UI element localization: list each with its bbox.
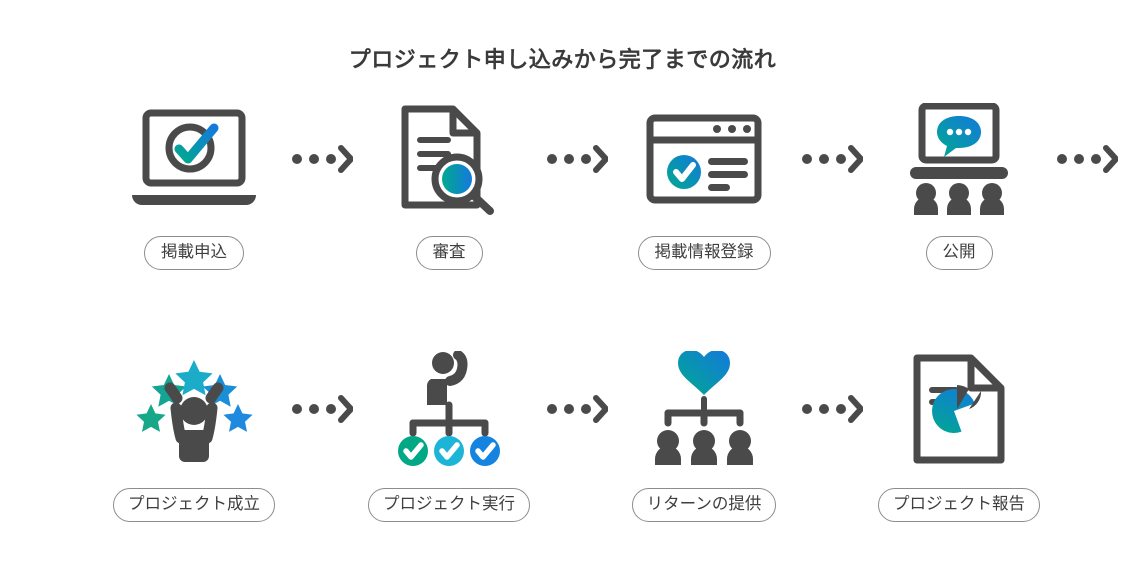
flow-step-project-seiritsu[interactable]: プロジェクト成立: [104, 348, 284, 522]
flow-step-label: 掲載情報登録: [637, 236, 771, 270]
dotted-chevron-arrow-icon: [284, 100, 359, 218]
dotted-chevron-arrow-icon: [1049, 100, 1124, 218]
cheering-person-stars-icon: [114, 348, 274, 470]
flow-step-label: プロジェクト実行: [368, 488, 530, 522]
flow-step-label: 公開: [925, 236, 993, 270]
flow-step-label: プロジェクト報告: [878, 488, 1040, 522]
flow-row-2: プロジェクト成立: [0, 348, 1125, 522]
dotted-chevron-arrow-icon: [539, 348, 614, 470]
flow-step-project-houkoku[interactable]: プロジェクト報告: [869, 348, 1049, 522]
flow-step-return-teikyou[interactable]: リターンの提供: [614, 348, 794, 522]
flow-step-project-jikkou[interactable]: プロジェクト実行: [359, 348, 539, 522]
flow-step-koukai[interactable]: 公開: [869, 100, 1049, 270]
flow-step-label: プロジェクト成立: [113, 488, 275, 522]
flow-step-label: 掲載申込: [144, 236, 244, 270]
heart-audience-icon: [624, 348, 784, 470]
browser-window-check-icon: [624, 100, 784, 218]
person-raised-hand-checks-icon: [369, 348, 529, 470]
flow-step-label: リターンの提供: [631, 488, 777, 522]
document-magnifier-icon: [369, 100, 529, 218]
monitor-speech-audience-icon: [879, 100, 1039, 218]
flow-step-keisai-moushikomi[interactable]: 掲載申込: [104, 100, 284, 270]
dotted-chevron-arrow-icon: [284, 348, 359, 470]
report-piechart-document-icon: [879, 348, 1039, 470]
flow-row-1: 掲載申込: [0, 100, 1125, 270]
flow-step-keisai-jouhou-touroku[interactable]: 掲載情報登録: [614, 100, 794, 270]
flow-step-label: 審査: [415, 236, 483, 270]
flow-step-shinsa[interactable]: 審査: [359, 100, 539, 270]
dotted-chevron-arrow-icon: [794, 100, 869, 218]
page-title: プロジェクト申し込みから完了までの流れ: [348, 47, 777, 72]
dotted-chevron-arrow-icon: [539, 100, 614, 218]
laptop-check-icon: [114, 100, 274, 218]
dotted-chevron-arrow-icon: [794, 348, 869, 470]
